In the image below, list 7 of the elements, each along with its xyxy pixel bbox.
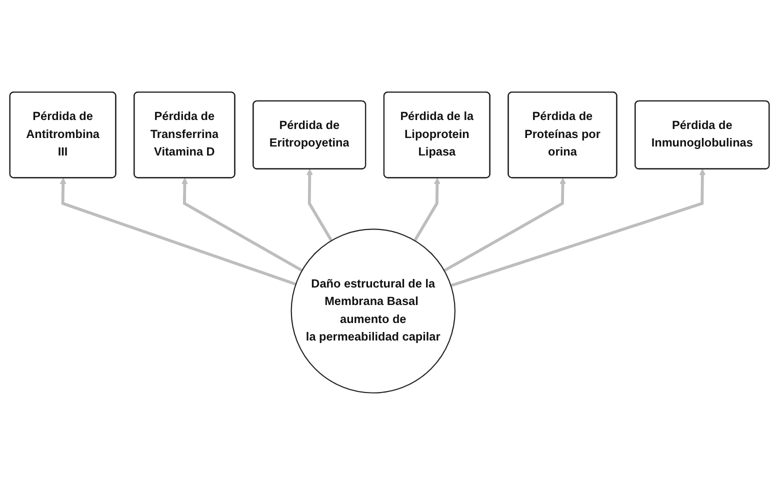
arrow: [181, 178, 303, 272]
arrow: [450, 168, 706, 288]
arrow: [60, 178, 296, 286]
arrow: [444, 178, 566, 272]
arrow: [414, 178, 440, 242]
arrow: [306, 168, 333, 242]
node-circle: Daño estructural de la Membrana Basal aumento de la permeabilidad capilar: [290, 228, 456, 394]
